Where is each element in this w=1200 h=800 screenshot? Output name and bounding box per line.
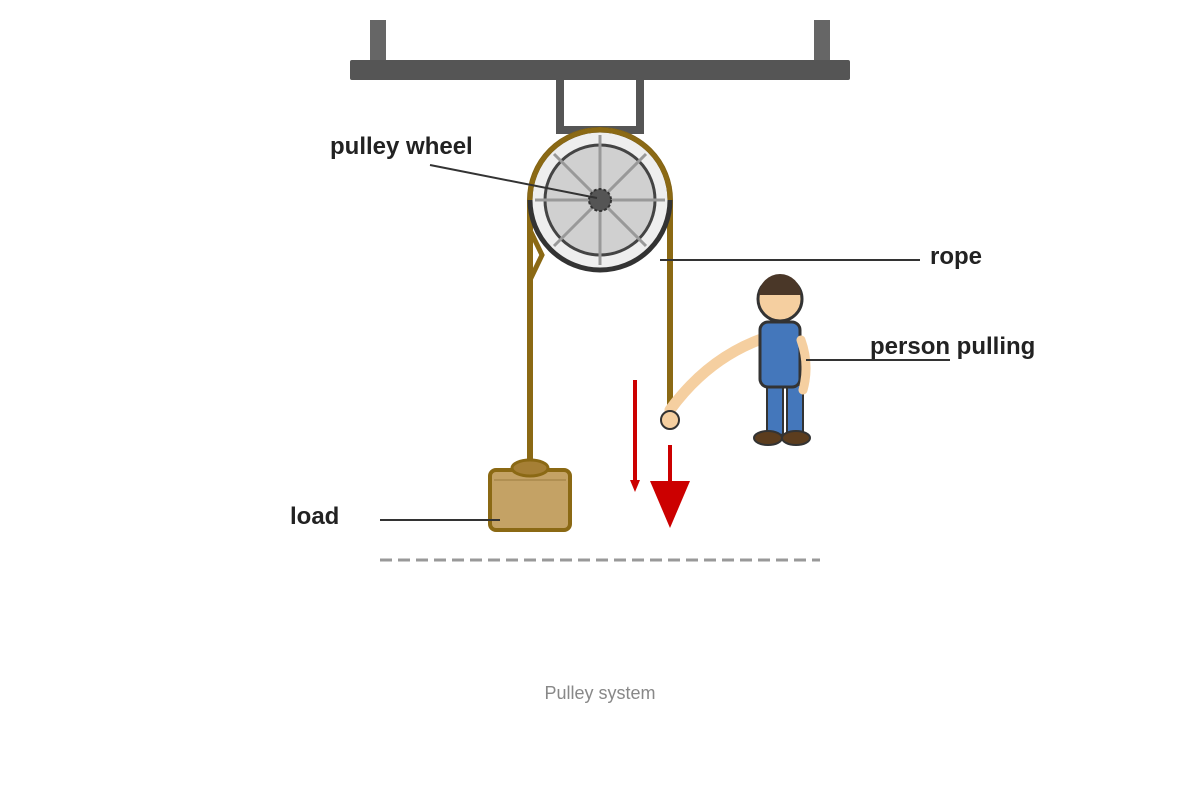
person-leg-left — [766, 384, 784, 436]
rope-left-kink — [527, 228, 545, 282]
person-hand — [660, 410, 680, 430]
ceiling-beam — [350, 60, 850, 80]
pulley-wheel — [527, 127, 673, 273]
rope-label: rope — [930, 243, 983, 270]
pulley-wheel-leader — [429, 164, 598, 199]
diagram-caption: Pulley system — [544, 683, 656, 703]
force-arrows — [630, 380, 690, 528]
load-hook — [510, 458, 550, 478]
person — [660, 274, 811, 446]
person-shoe-right — [781, 430, 811, 446]
load-block — [488, 458, 572, 532]
person-shoe-left — [753, 430, 783, 446]
wheel-axle — [588, 188, 612, 212]
pulley-wheel-label: pulley wheel — [330, 133, 473, 160]
person-torso — [758, 320, 802, 389]
small-arrow-head — [630, 480, 640, 492]
pulley-bracket — [556, 80, 644, 134]
person-back-arm — [796, 335, 811, 395]
ceiling-support — [350, 20, 850, 134]
large-arrow-head — [650, 481, 690, 528]
person-hair — [759, 274, 801, 295]
rope-over-wheel — [527, 127, 673, 201]
load-label: load — [290, 503, 340, 530]
person-pulling-label: person pulling — [870, 333, 1036, 360]
person-pulling-arm — [664, 330, 776, 416]
leader-lines — [380, 164, 950, 521]
